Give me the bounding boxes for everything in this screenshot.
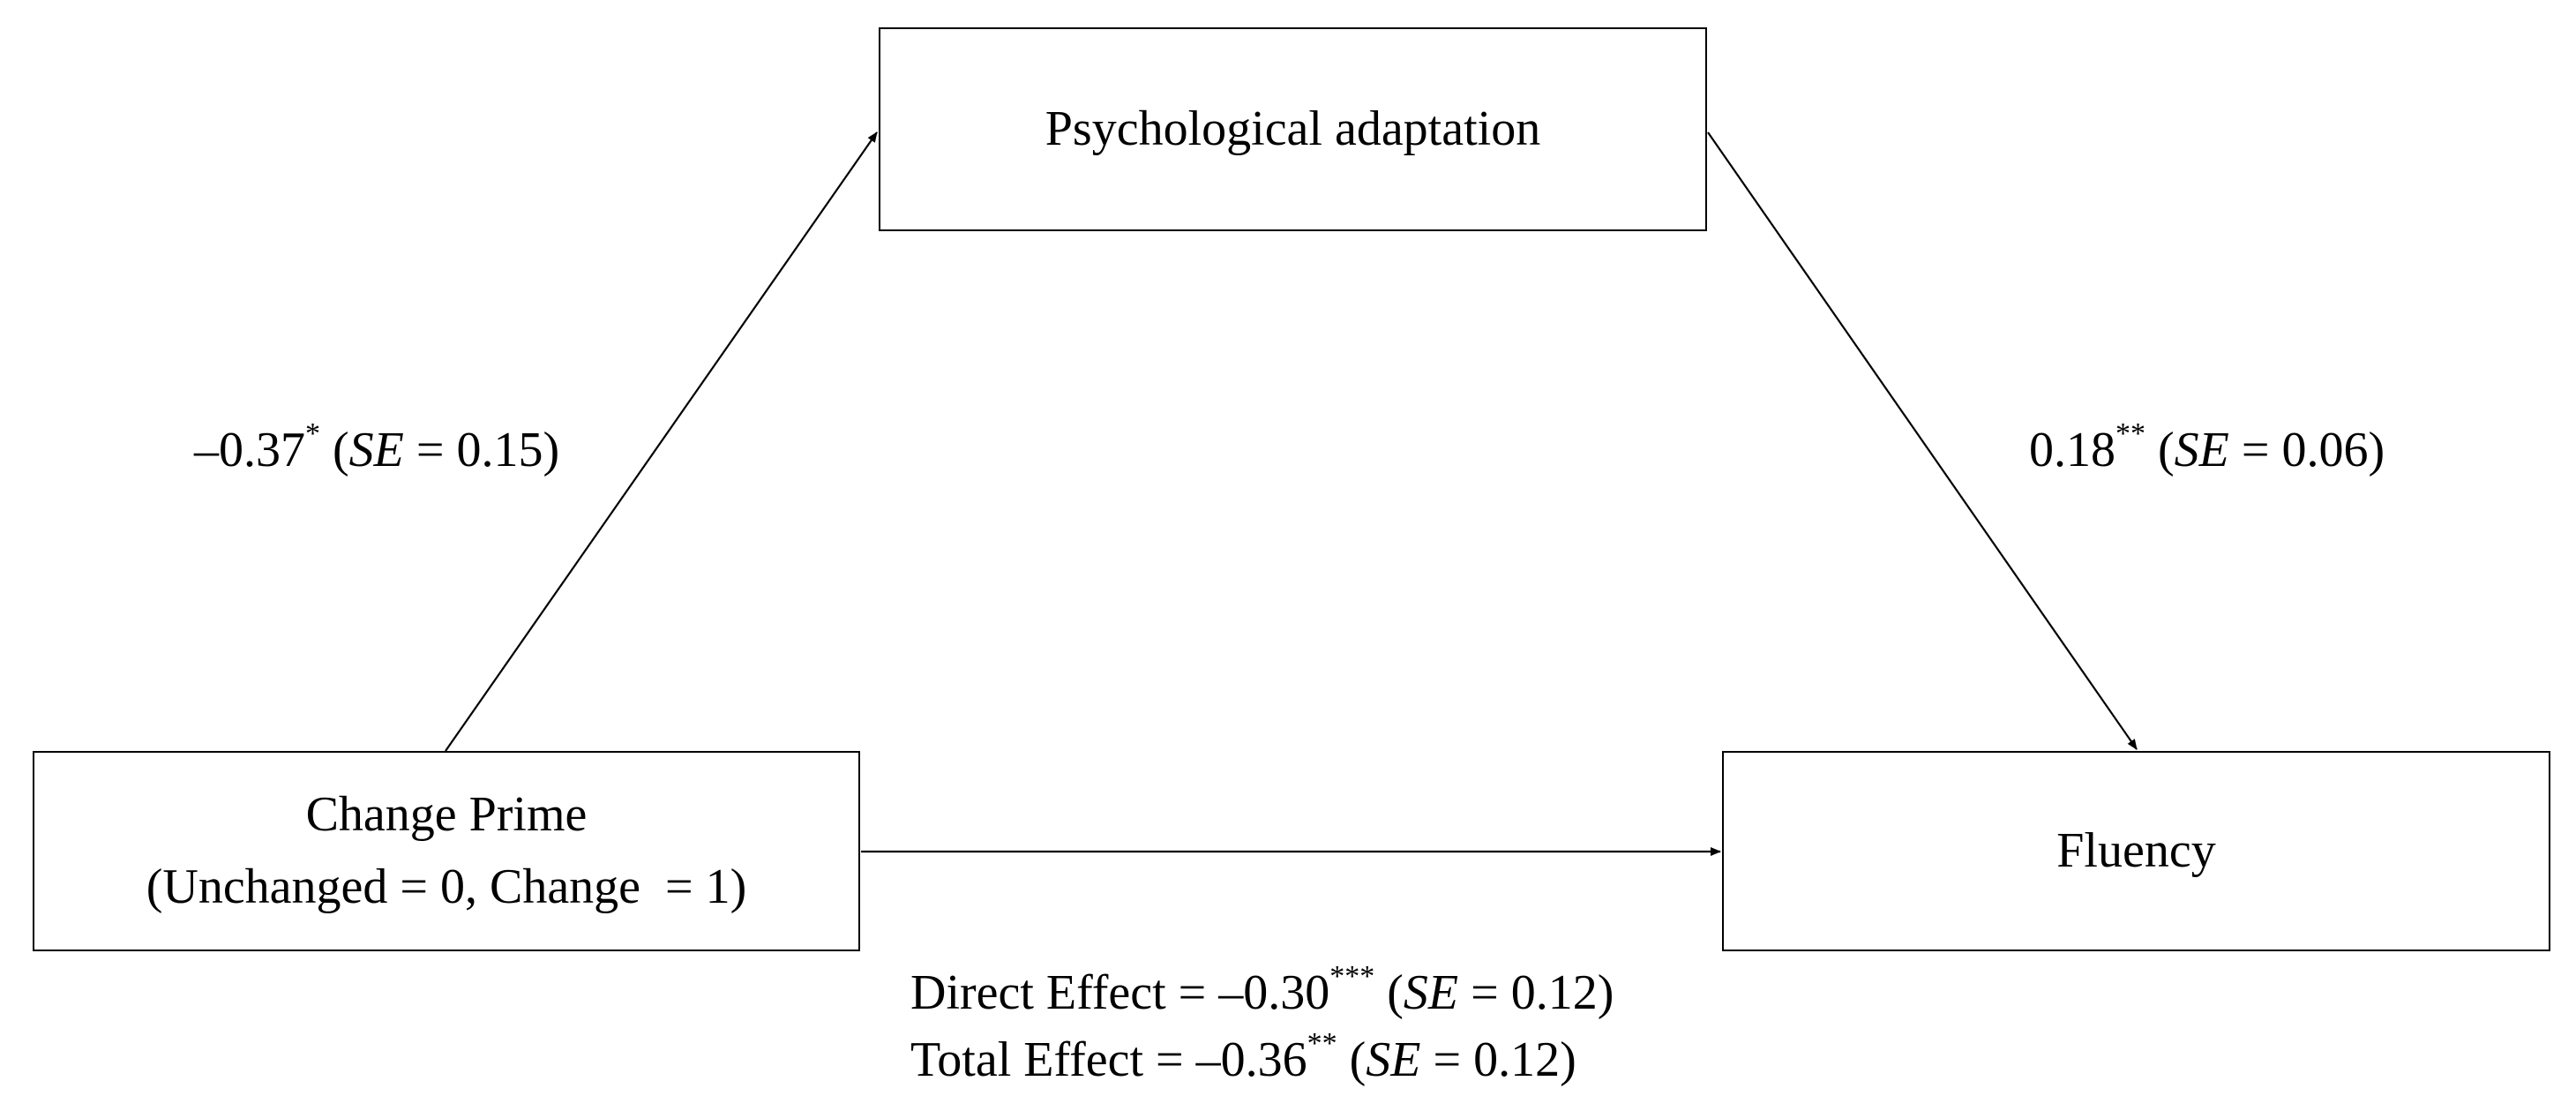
total-effect-prefix: Total Effect =: [910, 1032, 1196, 1087]
path-a-label: –0.37* (SE = 0.15): [194, 417, 560, 478]
predictor-label: Change Prime: [305, 787, 588, 843]
direct-effect-label: Direct Effect = –0.30*** (SE = 0.12): [910, 960, 1614, 1021]
path-a-se-value: 0.15: [456, 423, 543, 477]
mediator-box: Psychological adaptation: [879, 27, 1707, 231]
total-effect-label: Total Effect = –0.36** (SE = 0.12): [910, 1027, 1576, 1088]
path-a-coefficient: –0.37: [194, 423, 305, 477]
total-effect-significance: **: [1307, 1027, 1337, 1060]
path-a-significance: *: [305, 417, 320, 450]
outcome-box: Fluency: [1722, 751, 2550, 951]
arrow-mediator-to-outcome: [1707, 131, 2138, 750]
total-effect-se-value: 0.12: [1473, 1032, 1561, 1087]
total-effect-coefficient: –0.36: [1195, 1032, 1307, 1087]
total-effect-se-label: SE: [1366, 1032, 1421, 1087]
path-b-significance: **: [2115, 417, 2145, 450]
direct-effect-se-value: 0.12: [1510, 965, 1598, 1020]
path-b-coefficient: 0.18: [2029, 423, 2115, 477]
predictor-box: Change Prime (Unchanged = 0, Change = 1): [33, 751, 860, 951]
direct-effect-significance: ***: [1329, 960, 1375, 993]
direct-effect-coefficient: –0.30: [1218, 965, 1330, 1020]
mediator-label: Psychological adaptation: [1045, 101, 1541, 156]
predictor-coding: (Unchanged = 0, Change = 1): [146, 859, 747, 914]
path-b-se-value: 0.06: [2281, 423, 2369, 477]
outcome-label: Fluency: [2056, 822, 2216, 878]
path-a-se-label: SE: [348, 423, 404, 477]
direct-effect-se-label: SE: [1403, 965, 1459, 1020]
arrow-predictor-to-mediator: [445, 131, 878, 752]
path-b-se-label: SE: [2174, 423, 2229, 477]
direct-effect-prefix: Direct Effect =: [910, 965, 1219, 1020]
path-b-label: 0.18** (SE = 0.06): [2029, 417, 2385, 478]
